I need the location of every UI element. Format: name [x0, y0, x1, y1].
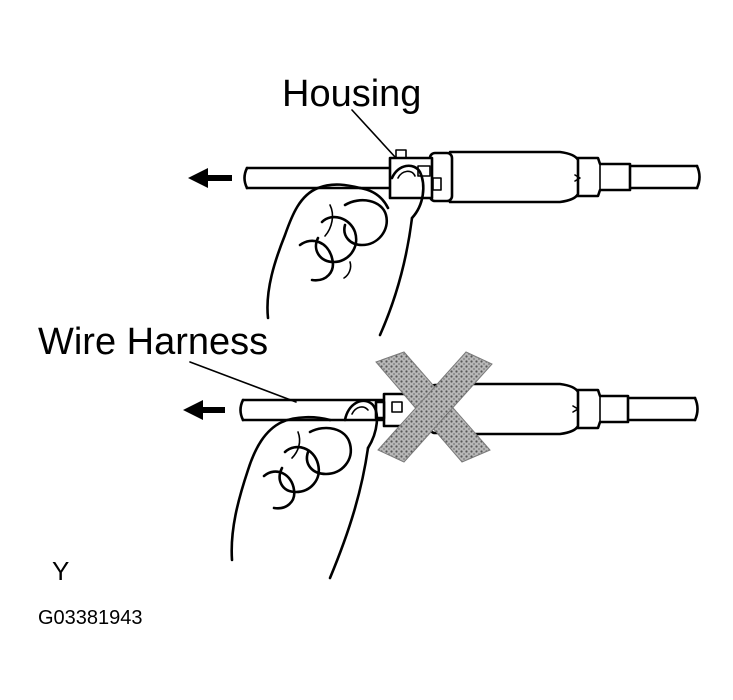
- hand-top: [266, 164, 425, 337]
- wire-harness-top: [243, 166, 394, 190]
- correct-method-illustration: [188, 109, 701, 337]
- pull-arrow-bottom: [183, 400, 225, 420]
- housing-top: [388, 156, 434, 200]
- wire-harness-leader-line: [189, 361, 297, 403]
- cross-mark: [375, 351, 493, 463]
- connector-body-top: [388, 149, 701, 204]
- housing-leader-line: [351, 109, 397, 159]
- housing-label: Housing: [282, 73, 421, 115]
- incorrect-method-illustration: [183, 351, 699, 580]
- figure-code: G03381943: [38, 607, 143, 629]
- pull-arrow-top: [188, 168, 232, 188]
- corner-mark: Y: [52, 556, 69, 586]
- wire-harness-label: Wire Harness: [38, 321, 268, 363]
- hand-bottom: [230, 399, 379, 580]
